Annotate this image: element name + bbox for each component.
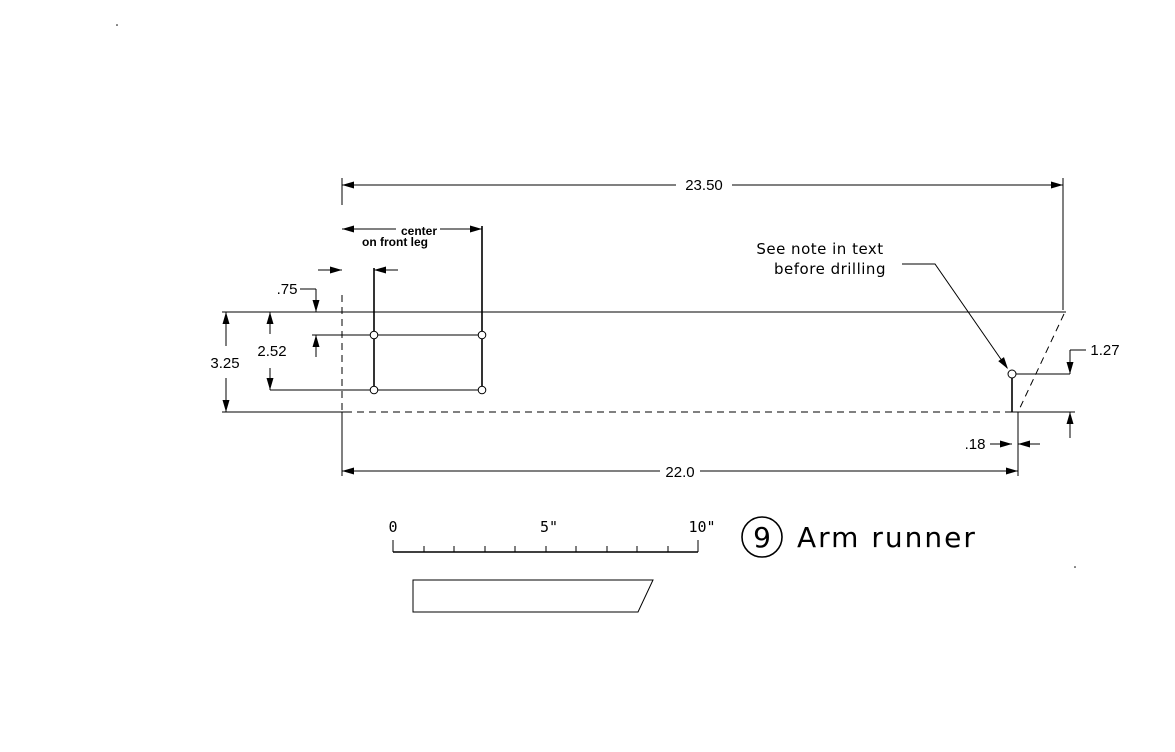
drilling-note: See note in text before drilling xyxy=(756,240,1011,372)
dim-right-hole-height-label: 1.27 xyxy=(1090,342,1119,359)
dim-right-hole-offset: .18 xyxy=(965,436,1040,453)
dim-top-offset: .75 xyxy=(277,266,398,312)
hole xyxy=(369,330,379,340)
hole xyxy=(369,385,379,395)
dim-bottom-length-label: 22.0 xyxy=(665,464,694,481)
speck xyxy=(1074,566,1076,568)
dim-hole-spacing-label: 2.52 xyxy=(257,343,286,360)
dim-right-hole-height: 1.27 xyxy=(1066,342,1120,438)
part-number-circle xyxy=(741,516,783,558)
dim-hole-spacing: 2.52 xyxy=(257,312,320,390)
part-number: 9 xyxy=(753,521,771,554)
hole xyxy=(477,330,487,340)
front-leg-label: on front leg xyxy=(362,235,428,249)
part-thumbnail xyxy=(412,579,654,613)
note-line-1: See note in text xyxy=(756,240,883,258)
part-title: 9 Arm runner xyxy=(741,516,977,558)
center-label: center xyxy=(401,224,437,238)
scale-label-0: 0 xyxy=(388,518,397,536)
hole xyxy=(477,385,487,395)
dim-top-offset-label: .75 xyxy=(277,281,298,298)
dim-bottom-length: 22.0 xyxy=(341,412,1019,481)
dim-height: 3.25 xyxy=(210,312,240,412)
dim-right-hole-offset-label: .18 xyxy=(965,436,986,453)
right-hole xyxy=(1007,369,1017,379)
dim-height-label: 3.25 xyxy=(210,355,239,372)
part-name: Arm runner xyxy=(797,521,977,554)
note-line-2: before drilling xyxy=(774,260,886,278)
dim-center-front-leg: center on front leg xyxy=(342,224,482,249)
scale-label-10: 10" xyxy=(688,518,715,536)
dim-overall-length-label: 23.50 xyxy=(685,177,723,194)
scale-bar: 0 5" 10" xyxy=(388,518,716,553)
hole-pattern xyxy=(270,226,1070,412)
dim-overall-length: 23.50 xyxy=(341,177,1064,310)
part-outline xyxy=(222,295,1075,413)
speck xyxy=(116,24,118,26)
scale-label-5: 5" xyxy=(540,518,558,536)
